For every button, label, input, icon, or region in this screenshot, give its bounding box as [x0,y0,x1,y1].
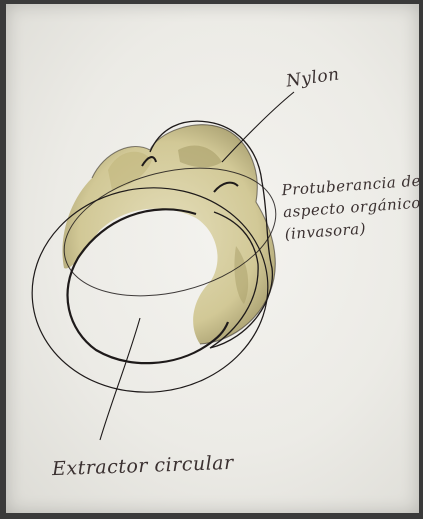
leader-line-extractor [100,318,140,440]
organic-growth [62,125,275,344]
label-protuberancia: Protuberancia de aspecto orgánico (invas… [281,169,423,245]
